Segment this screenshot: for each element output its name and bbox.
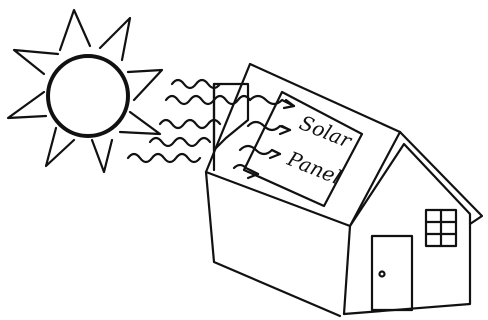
sun-icon <box>8 10 162 172</box>
side-wall <box>206 172 340 316</box>
panel-label-line2: Panel <box>283 146 344 189</box>
sun-disc <box>48 56 128 136</box>
sunbeams <box>128 80 250 162</box>
door-icon <box>372 236 412 310</box>
panel-label-line1: Solar <box>296 110 356 153</box>
window-icon <box>426 210 456 246</box>
gable-wall <box>344 144 470 314</box>
roof-panel <box>206 64 400 226</box>
solar-panel-icon: Solar Panel <box>244 92 362 206</box>
house-icon <box>206 64 482 316</box>
corner-edge <box>344 226 350 314</box>
sun-rays <box>8 10 162 172</box>
